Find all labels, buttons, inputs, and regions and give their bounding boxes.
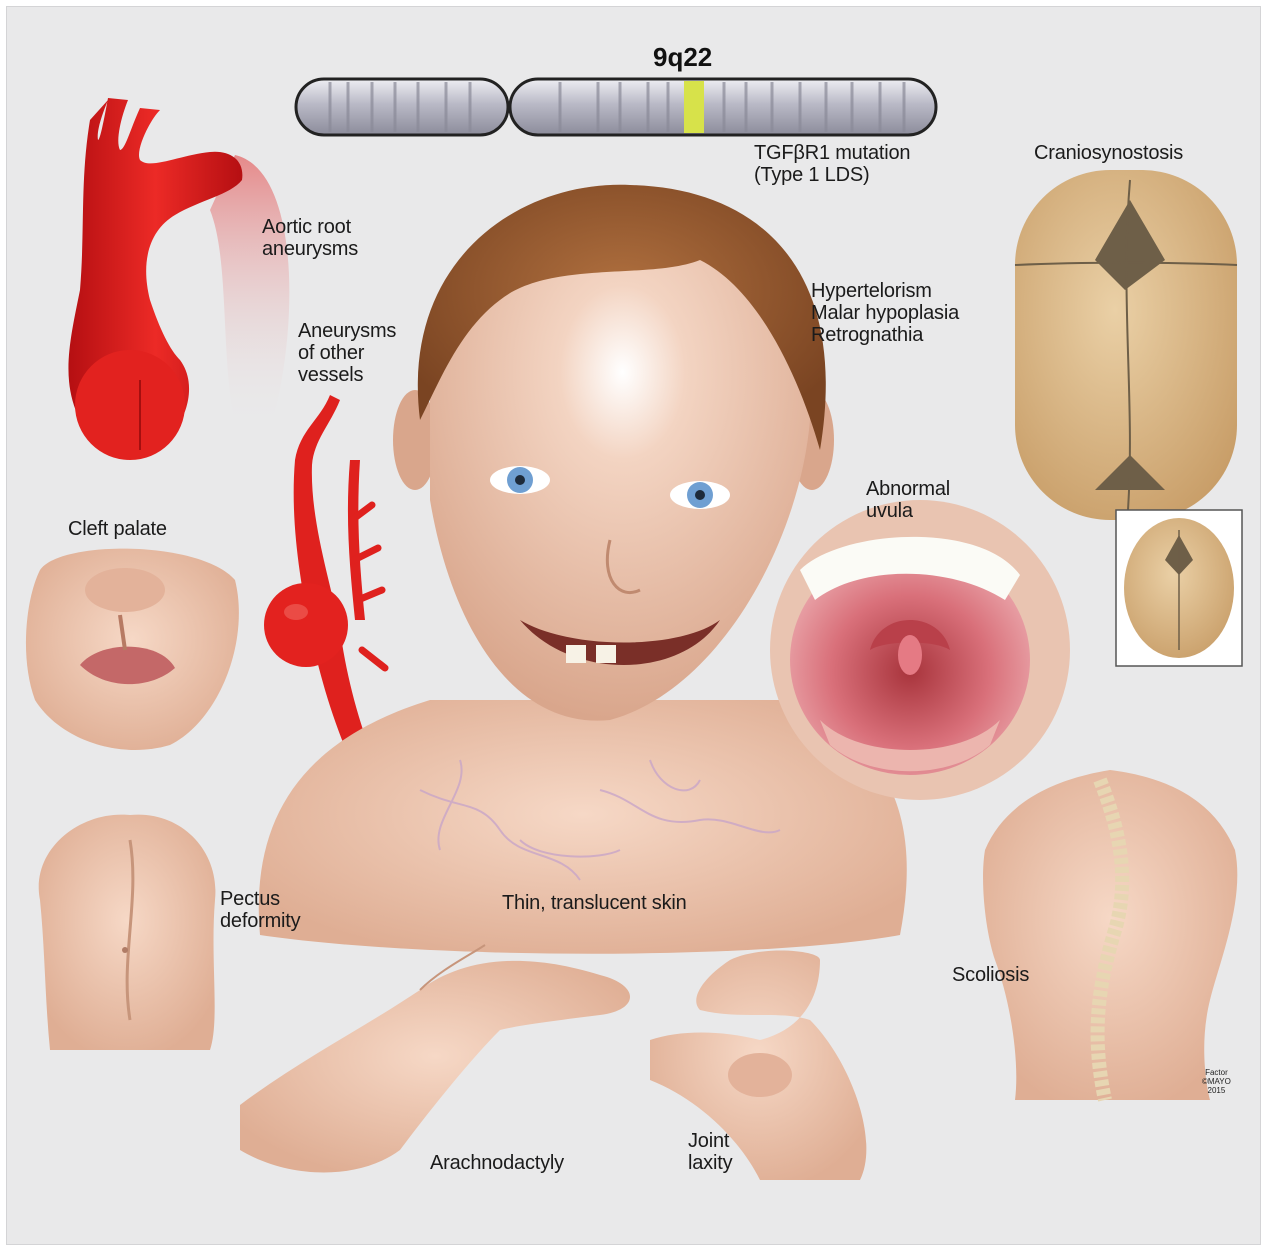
facial-features-label: Hypertelorism Malar hypoplasia Retrognat…: [811, 280, 959, 346]
uvula-line-1: Abnormal: [866, 478, 950, 500]
pectus-label: Pectus deformity: [220, 888, 300, 932]
credit-line-1: Factor: [1202, 1068, 1231, 1077]
other-vessels-line-2: of other: [298, 342, 396, 364]
pectus-illustration: [39, 815, 216, 1050]
other-vessels-line-1: Aneurysms: [298, 320, 396, 342]
cleft-palate-label: Cleft palate: [68, 518, 167, 540]
skin-label: Thin, translucent skin: [502, 892, 687, 914]
child-head: [393, 185, 834, 721]
joint-laxity-line-1: Joint: [688, 1130, 732, 1152]
mouth-inset: [770, 500, 1070, 800]
other-vessels-label: Aneurysms of other vessels: [298, 320, 396, 386]
back-illustration: [983, 770, 1237, 1100]
mutation-line-1: TGFβR1 mutation: [754, 142, 910, 164]
facial-line-2: Malar hypoplasia: [811, 302, 959, 324]
craniosynostosis-label: Craniosynostosis: [1034, 142, 1183, 164]
aorta-illustration: [68, 98, 289, 460]
aortic-root-line-2: aneurysms: [262, 238, 358, 260]
mutation-line-2: (Type 1 LDS): [754, 164, 910, 186]
facial-line-1: Hypertelorism: [811, 280, 959, 302]
pectus-line-2: deformity: [220, 910, 300, 932]
aortic-root-line-1: Aortic root: [262, 216, 358, 238]
hand-illustration: [240, 945, 630, 1173]
abnormal-uvula-label: Abnormal uvula: [866, 478, 950, 522]
other-vessels-line-3: vessels: [298, 364, 396, 386]
arachnodactyly-label: Arachnodactyly: [430, 1152, 564, 1174]
gene-highlight-band: [684, 81, 704, 133]
aortic-root-label: Aortic root aneurysms: [262, 216, 358, 260]
cleft-lip-illustration: [26, 549, 239, 750]
credit-line-2: ©MAYO: [1202, 1077, 1231, 1086]
pectus-line-1: Pectus: [220, 888, 300, 910]
credit-line-3: 2015: [1202, 1086, 1231, 1095]
chromosome-band-label: 9q22: [653, 42, 712, 73]
scoliosis-label: Scoliosis: [952, 964, 1029, 986]
joint-laxity-line-2: laxity: [688, 1152, 732, 1174]
chromosome-diagram: [296, 79, 936, 135]
uvula-line-2: uvula: [866, 500, 950, 522]
mutation-label: TGFβR1 mutation (Type 1 LDS): [754, 142, 910, 186]
copyright-credit: Factor ©MAYO 2015: [1202, 1068, 1231, 1095]
facial-line-3: Retrognathia: [811, 324, 959, 346]
thumb-illustration: [650, 951, 866, 1180]
joint-laxity-label: Joint laxity: [688, 1130, 732, 1174]
